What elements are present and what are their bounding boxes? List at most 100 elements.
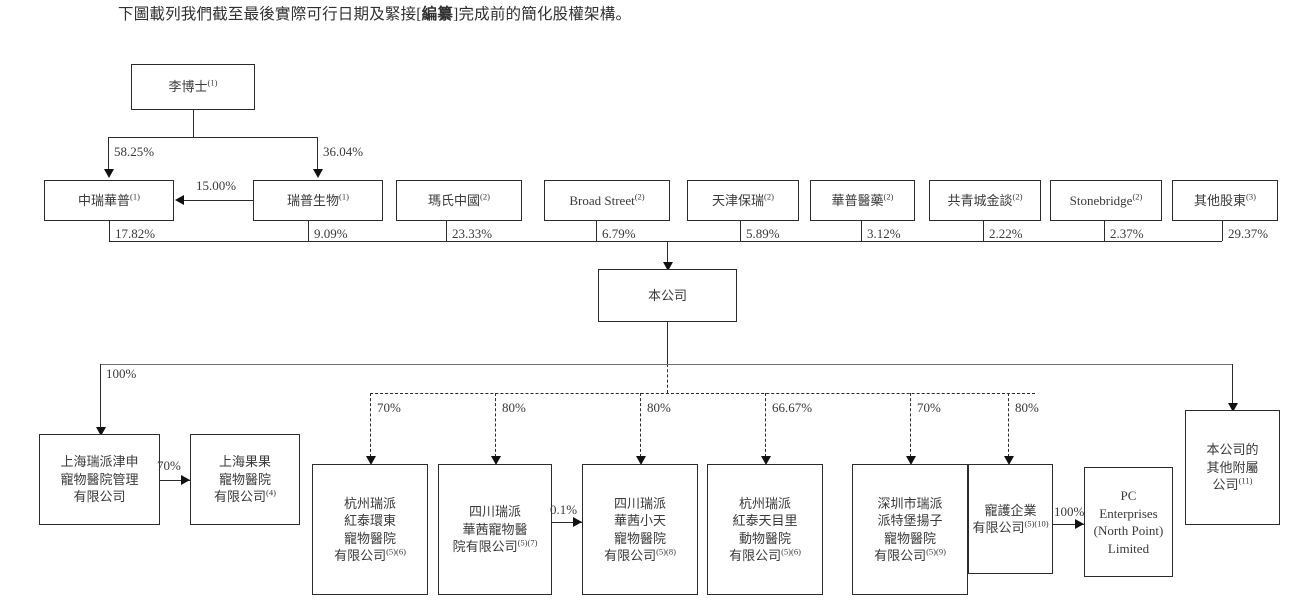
node-broadstreet-note: (2) [634, 191, 645, 202]
node-pc-ent-line3: (North Point) [1093, 523, 1164, 538]
pct-stonebridge-to-company: 2.37% [1110, 226, 1144, 241]
pct-chonghu-to-pcent: 100% [1054, 504, 1085, 519]
chonghu-to-pcent-line [1053, 524, 1084, 525]
node-other-subs-note: (11) [1238, 475, 1253, 486]
node-founder-label: 李博士 [168, 79, 208, 95]
company-to-shruipai-arrow [96, 427, 106, 436]
node-sh-guoguo[interactable]: 上海果果 寵物醫院 有限公司(4) [190, 434, 300, 525]
node-company-label: 本公司 [647, 287, 687, 303]
node-company[interactable]: 本公司 [598, 269, 737, 322]
pct-company-to-shruipai: 100% [106, 366, 137, 381]
founder-to-rpsw-line [317, 137, 318, 170]
node-mars-note: (2) [480, 191, 490, 202]
node-sz-ptbyz-line1: 深圳市瑞派 [877, 495, 943, 511]
company-to-szptbyz-line [910, 393, 911, 457]
pct-mars-to-company: 23.33% [452, 226, 493, 241]
node-chonghu[interactable]: 寵護企業 有限公司(5)(10) [968, 464, 1053, 574]
company-to-hzhtml-line [765, 393, 766, 457]
node-sc-hq-line2: 華茜寵物醫 [462, 521, 528, 537]
node-hz-html-line3: 動物醫院 [738, 530, 791, 546]
node-hz-hthd[interactable]: 杭州瑞派 紅泰環東 寵物醫院 有限公司(5)(6) [312, 464, 428, 595]
node-sc-hqxt-line4: 有限公司 [604, 548, 657, 563]
node-others[interactable]: 其他股東(3) [1172, 180, 1278, 221]
node-tjbr-label: 天津保瑞 [712, 192, 765, 208]
node-pc-ent-line2: Enterprises [1099, 505, 1158, 521]
node-hz-html-line4: 有限公司 [729, 548, 782, 563]
drop-gqcjt [983, 221, 984, 241]
pct-hpyy-to-company: 3.12% [867, 226, 901, 241]
pct-company-to-chonghu: 80% [1015, 400, 1039, 415]
node-pc-ent[interactable]: PC Enterprises (North Point) Limited [1084, 467, 1173, 577]
pct-schq-to-schqxt: 0.1% [550, 502, 578, 517]
node-hz-hthd-line1: 杭州瑞派 [343, 495, 396, 511]
node-sh-ruipai[interactable]: 上海瑞派津申 寵物醫院管理 有限公司 [39, 434, 160, 525]
node-other-subs-line3: 公司 [1212, 477, 1239, 493]
pct-company-to-szptbyz: 70% [917, 400, 941, 415]
company-to-othersubs-line [1232, 364, 1233, 404]
node-sz-ptbyz[interactable]: 深圳市瑞派 派特堡揚子 寵物醫院 有限公司(5)(9) [852, 464, 968, 595]
node-sh-guoguo-note: (4) [266, 487, 276, 498]
node-other-subs[interactable]: 本公司的 其他附屬 公司(11) [1185, 410, 1280, 525]
node-broadstreet-label: Broad Street [569, 192, 635, 208]
node-hz-html-line1: 杭州瑞派 [738, 495, 791, 511]
node-others-note: (3) [1246, 191, 1256, 202]
node-gqcjt[interactable]: 共青城金談(2) [929, 180, 1041, 221]
pct-rpsw-to-company: 9.09% [314, 226, 348, 241]
node-sc-hqxt[interactable]: 四川瑞派 華茜小天 寵物醫院 有限公司(5)(8) [582, 464, 698, 595]
founder-to-zrhp-arrow [104, 169, 114, 178]
node-sh-ruipai-line1: 上海瑞派津申 [60, 454, 139, 470]
node-sc-hqxt-line3: 寵物醫院 [613, 530, 666, 546]
node-sc-hq-note: (5)(7) [517, 537, 538, 548]
node-others-label: 其他股東 [1194, 192, 1247, 208]
intro-paragraph: 下圖載列我們截至最後實際可行日期及緊接[編纂]完成前的簡化股權架構。 [118, 4, 1278, 26]
pct-shruipai-to-guoguo: 70% [157, 458, 181, 473]
tier2-collector-bus [109, 241, 1222, 242]
node-hpyy[interactable]: 華普醫藥(2) [810, 180, 915, 221]
pct-company-to-hzhthd: 70% [377, 400, 401, 415]
node-hpyy-note: (2) [883, 191, 894, 202]
node-sh-ruipai-line3: 有限公司 [73, 489, 126, 505]
founder-bus [108, 137, 317, 138]
chonghu-to-pcent-arrow [1075, 519, 1084, 529]
node-rpsw[interactable]: 瑞普生物(1) [253, 180, 383, 221]
node-sc-hq[interactable]: 四川瑞派 華茜寵物醫 院有限公司(5)(7) [438, 464, 552, 595]
node-tjbr-note: (2) [764, 191, 774, 202]
intro-before: 下圖載列我們截至最後實際可行日期及緊接[ [118, 6, 422, 23]
drop-rpsw [308, 221, 309, 241]
node-mars-label: 瑪氏中國 [428, 192, 481, 208]
node-hz-hthd-line2: 紅泰環東 [343, 513, 396, 528]
node-pc-ent-line4: Limited [1107, 540, 1150, 556]
company-stem-dashed [667, 364, 668, 393]
rpsw-to-zrhp-arrow [175, 195, 184, 205]
intro-bold-term: 編纂 [421, 6, 454, 23]
company-to-schq-line [495, 393, 496, 457]
subsidiary-dashed-bus [370, 393, 1035, 394]
pct-company-to-schq: 80% [502, 400, 526, 415]
company-to-schqxt-arrow [636, 456, 646, 465]
node-chonghu-line2: 有限公司 [972, 520, 1025, 535]
node-zrhp[interactable]: 中瑞華普(1) [44, 180, 174, 221]
schq-to-schqxt-line [552, 522, 582, 523]
node-broadstreet[interactable]: Broad Street(2) [544, 180, 670, 221]
node-sz-ptbyz-note: (5)(9) [926, 546, 946, 557]
pct-others-to-company: 29.37% [1228, 226, 1269, 241]
node-zrhp-note: (1) [130, 191, 140, 202]
node-tjbr[interactable]: 天津保瑞(2) [687, 180, 799, 221]
bus-to-company-line [667, 241, 668, 264]
node-hz-html[interactable]: 杭州瑞派 紅泰天目里 動物醫院 有限公司(5)(6) [707, 464, 823, 595]
node-other-subs-line2: 其他附屬 [1206, 459, 1259, 475]
node-sc-hq-line3: 院有限公司 [452, 539, 518, 555]
node-stonebridge[interactable]: Stonebridge(2) [1050, 180, 1162, 221]
node-rpsw-label: 瑞普生物 [287, 192, 340, 208]
pct-founder-to-rpsw: 36.04% [323, 144, 364, 159]
pct-tjbr-to-company: 5.89% [746, 226, 780, 241]
node-mars[interactable]: 瑪氏中國(2) [396, 180, 522, 221]
node-pc-ent-line1: PC [1120, 488, 1137, 503]
node-founder[interactable]: 李博士(1) [131, 64, 255, 110]
company-to-chonghu-line [1008, 393, 1009, 457]
pct-company-to-hzhtml: 66.67% [772, 400, 813, 415]
node-founder-note: (1) [207, 77, 218, 88]
company-stem-solid [667, 322, 668, 364]
bus-to-company-arrow [663, 262, 673, 271]
